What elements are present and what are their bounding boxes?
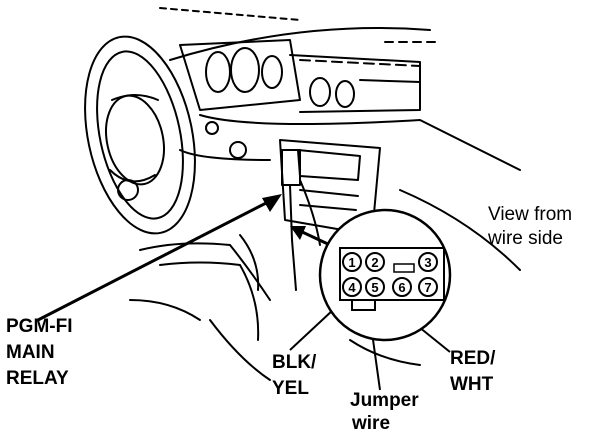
pin-1-label: 1: [348, 255, 355, 270]
pin-5-label: 5: [371, 280, 378, 295]
view-label-line2: wire side: [488, 228, 563, 249]
connector-arrow-line: [297, 228, 331, 247]
relay-arrow-line: [37, 198, 273, 322]
instrument-cluster: [179, 39, 421, 113]
pin-4-label: 4: [348, 280, 356, 295]
pin-7-circle: [418, 277, 438, 297]
pin-5-circle: [365, 277, 385, 297]
relay-label-line3: RELAY: [6, 368, 69, 389]
red-label-line1: RED/: [450, 348, 496, 369]
pin-7-label: 7: [424, 280, 431, 295]
view-label-line1: View from: [488, 204, 573, 225]
jumper-label-line2: wire: [352, 413, 391, 434]
pin-3-circle: [418, 252, 438, 272]
steering-wheel: [84, 35, 196, 235]
pin-6-label: 6: [398, 280, 405, 295]
relay-arrowhead: [262, 194, 282, 212]
lower-dash: [129, 189, 521, 381]
pin-6-circle: [392, 277, 412, 297]
dash-top-edge: [169, 27, 431, 61]
jumper-label-line1: Jumper: [350, 390, 419, 411]
relay-label-line1: PGM-FI: [6, 316, 73, 337]
relay-label-line2: MAIN: [6, 342, 55, 363]
blk-label-line2: YEL: [272, 378, 309, 399]
connector-arrowhead: [290, 226, 306, 240]
connector-callout: 1 2 3 4 5 6 7: [318, 208, 452, 342]
pin-3-label: 3: [424, 255, 431, 270]
pin-1-circle: [342, 252, 362, 272]
pin-2-label: 2: [371, 255, 378, 270]
red-label-line2: WHT: [450, 374, 494, 395]
blk-label-line1: BLK/: [272, 352, 317, 373]
pin-2-circle: [365, 252, 385, 272]
pin-4-circle: [342, 277, 362, 297]
jumper-wire: [351, 300, 376, 311]
windshield-line: [159, 7, 301, 21]
center-console: [179, 114, 521, 236]
